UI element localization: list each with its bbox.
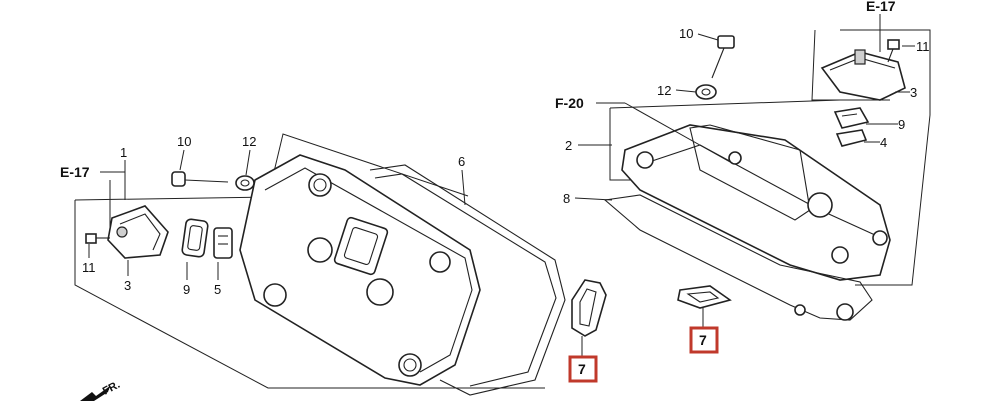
right-valve-cover — [621, 124, 891, 281]
label-part-3-left: 3 — [124, 278, 131, 293]
label-part-10-right: 10 — [679, 26, 693, 41]
left-breather-cover — [107, 205, 169, 259]
left-bolt-10 — [171, 171, 229, 187]
label-part-6: 6 — [458, 154, 465, 169]
label-part-9-right: 9 — [898, 117, 905, 132]
label-part-2: 2 — [565, 138, 572, 153]
label-part-8: 8 — [563, 191, 570, 206]
label-part-3-right: 3 — [910, 85, 917, 100]
label-part-10-left: 10 — [177, 134, 191, 149]
front-direction-marker: FR. — [80, 379, 122, 401]
label-front: FR. — [101, 379, 122, 398]
right-assembly-outline — [609, 29, 931, 286]
label-part-4: 4 — [880, 135, 887, 150]
right-breather-cover — [820, 49, 906, 101]
right-cover-gasket — [603, 194, 873, 321]
label-part-11-left: 11 — [82, 260, 96, 275]
label-e17-right: E-17 — [866, 0, 896, 14]
oring-left-7 — [571, 279, 607, 337]
label-f20: F-20 — [555, 95, 584, 111]
left-seal-5 — [213, 227, 233, 259]
label-part-12-right: 12 — [657, 83, 671, 98]
right-bolt-11 — [887, 39, 900, 63]
label-part-12-left: 12 — [242, 134, 256, 149]
right-washer-12 — [695, 84, 717, 100]
left-bolt-11 — [85, 233, 110, 244]
label-part-11-right: 11 — [916, 39, 930, 54]
leader-lines — [88, 14, 915, 356]
highlight-part-7-left: 7 — [568, 355, 598, 383]
left-washer-12 — [235, 175, 255, 191]
left-cover-gasket — [369, 164, 566, 396]
label-part-7-right: 7 — [699, 332, 707, 348]
oring-right-7 — [677, 285, 732, 309]
right-bolt-10 — [711, 35, 735, 79]
right-seal-4 — [835, 129, 868, 147]
label-part-7-left: 7 — [578, 361, 586, 377]
right-packing-9 — [833, 107, 870, 129]
label-part-1: 1 — [120, 145, 127, 160]
highlight-part-7-right: 7 — [689, 326, 719, 354]
left-valve-cover — [239, 154, 481, 386]
label-e17-left: E-17 — [60, 164, 90, 180]
label-part-9-left: 9 — [183, 282, 190, 297]
label-part-5: 5 — [214, 282, 221, 297]
left-assembly-outline — [74, 133, 545, 389]
left-packing-9 — [181, 218, 209, 258]
